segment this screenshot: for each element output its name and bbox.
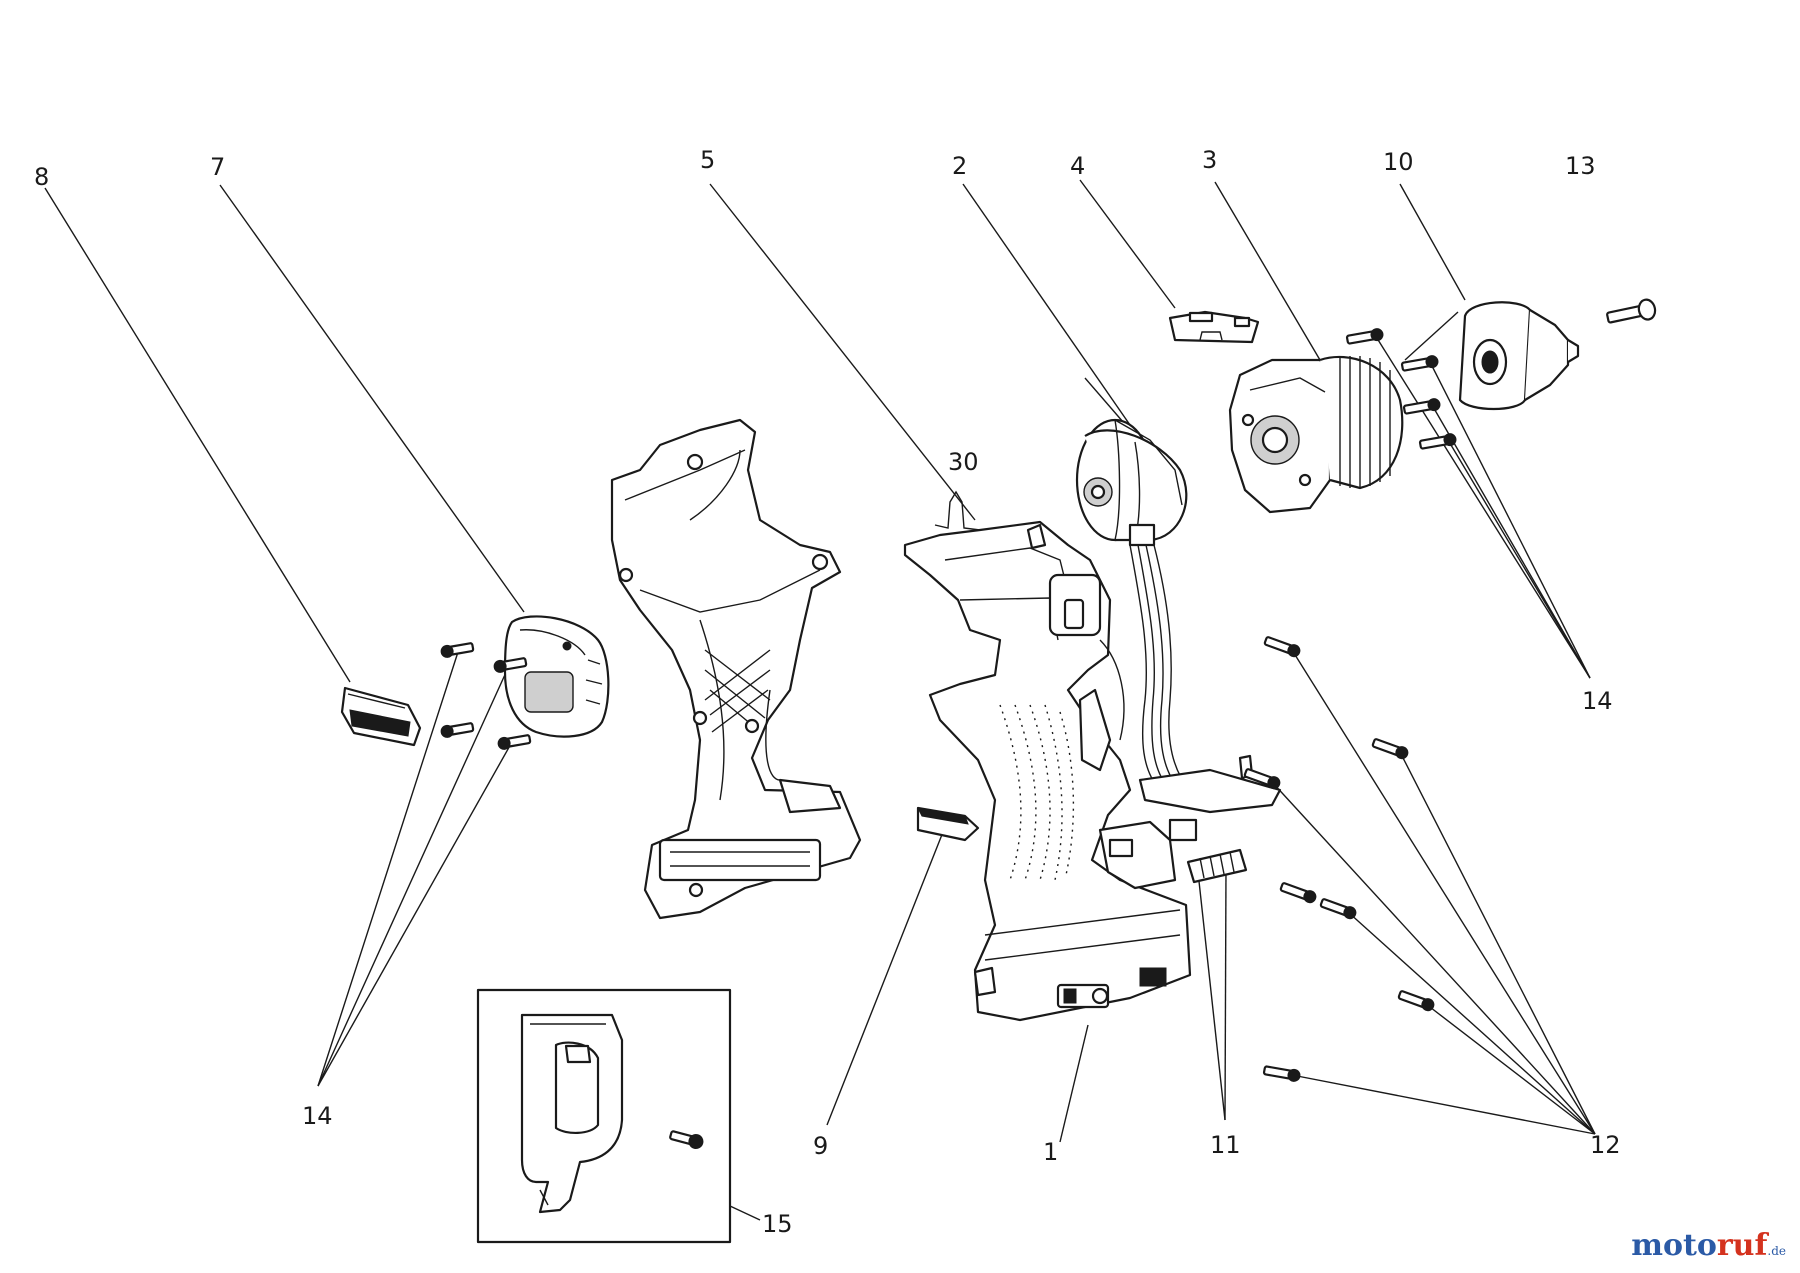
screws-left bbox=[440, 642, 532, 750]
screws-12 bbox=[1243, 636, 1435, 1082]
callout-7: 7 bbox=[210, 153, 225, 181]
wire-harness bbox=[1129, 544, 1191, 791]
callout-9: 9 bbox=[813, 1132, 828, 1160]
callout-1: 1 bbox=[1043, 1138, 1058, 1166]
part-5-left-housing bbox=[610, 418, 862, 920]
callout-3: 3 bbox=[1202, 146, 1217, 174]
part-10-chuck bbox=[1458, 301, 1580, 410]
screws-right bbox=[1345, 328, 1457, 450]
watermark-part2: ruf bbox=[1716, 1228, 1768, 1263]
callout-5: 5 bbox=[700, 146, 715, 174]
part-15-belt-clip-box bbox=[476, 988, 732, 1244]
callout-30: 30 bbox=[948, 448, 979, 476]
callout-14-left: 14 bbox=[302, 1102, 333, 1130]
callout-10: 10 bbox=[1383, 148, 1414, 176]
part-13-screw bbox=[1606, 298, 1657, 324]
part-8-badge bbox=[340, 686, 422, 747]
part-30-clip bbox=[934, 490, 981, 531]
watermark-logo: motoruf.de bbox=[1631, 1228, 1786, 1263]
part-4-bracket bbox=[1168, 310, 1260, 344]
watermark-part3: .de bbox=[1767, 1244, 1786, 1258]
callout-4: 4 bbox=[1070, 152, 1085, 180]
leader-lines bbox=[44, 179, 1596, 1221]
part-11-switch bbox=[1098, 754, 1282, 890]
callout-14-right: 14 bbox=[1582, 687, 1613, 715]
callout-13: 13 bbox=[1565, 152, 1596, 180]
callout-2: 2 bbox=[952, 152, 967, 180]
part-7-end-cap bbox=[503, 615, 610, 738]
watermark-part1: moto bbox=[1631, 1228, 1717, 1263]
callout-15: 15 bbox=[762, 1210, 793, 1238]
callout-12: 12 bbox=[1590, 1131, 1621, 1159]
part-1-right-housing bbox=[903, 520, 1192, 1022]
part-9-slider bbox=[916, 806, 980, 842]
callout-labels: 8 7 5 2 4 3 10 13 30 14 14 12 11 1 9 16 … bbox=[34, 146, 1621, 1238]
part-3-gearbox bbox=[1228, 355, 1404, 514]
callout-8: 8 bbox=[34, 163, 49, 191]
callout-11: 11 bbox=[1210, 1131, 1241, 1159]
part-2-motor bbox=[1075, 418, 1188, 547]
